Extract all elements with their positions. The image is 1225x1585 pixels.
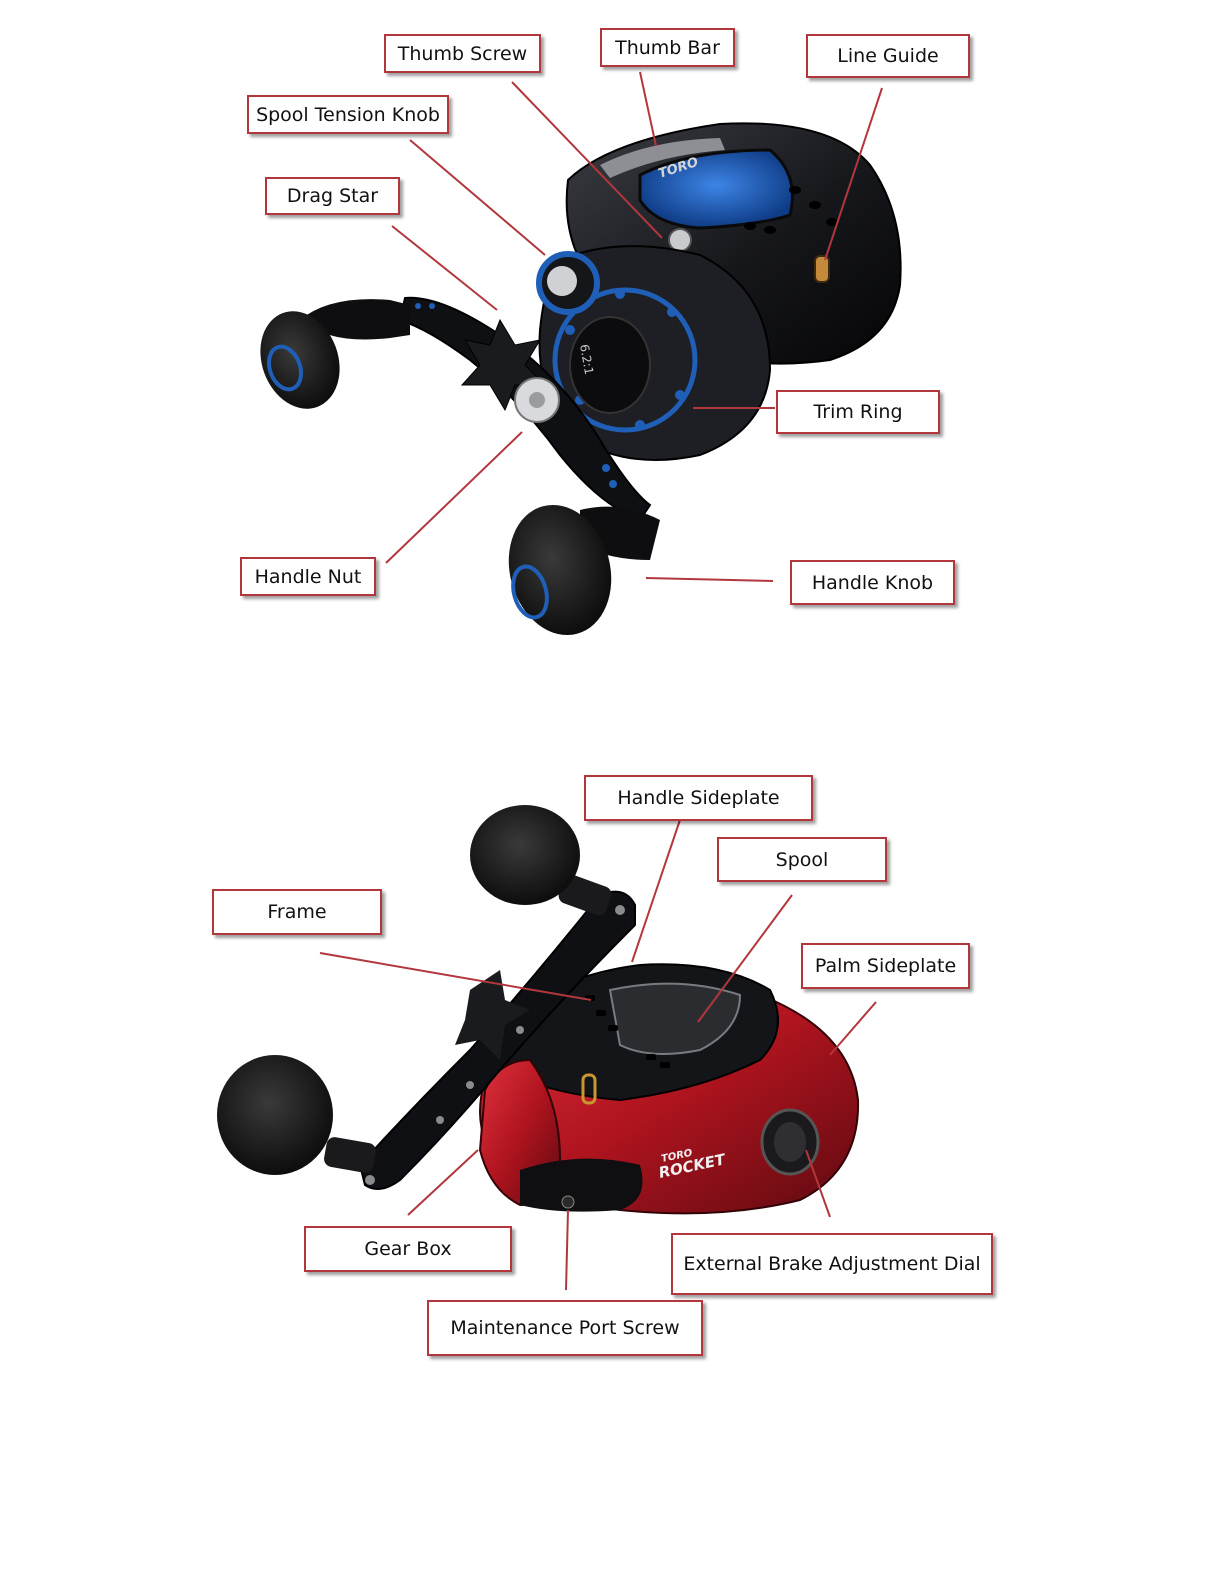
- top-reel-spool-tension-knob: [539, 254, 597, 312]
- bottom-reel-external-brake-dial: [762, 1110, 818, 1174]
- bottom-reel-upper-handle-knob: [470, 805, 614, 918]
- label-drag-star: Drag Star: [265, 177, 400, 215]
- label-handle-knob: Handle Knob: [790, 560, 955, 605]
- top-reel-line-guide: [815, 256, 829, 282]
- label-maintenance-port-screw: Maintenance Port Screw: [427, 1300, 703, 1356]
- label-handle-nut: Handle Nut: [240, 557, 376, 596]
- label-handle-sideplate: Handle Sideplate: [584, 775, 813, 821]
- label-spool: Spool: [717, 837, 887, 882]
- label-spool-tension-knob: Spool Tension Knob: [247, 95, 449, 134]
- top-reel-thumb-screw: [669, 229, 691, 251]
- bottom-reel-maintenance-port-screw: [562, 1196, 574, 1208]
- label-thumb-screw: Thumb Screw: [384, 34, 541, 73]
- bottom-reel-base: [520, 1159, 643, 1212]
- bottom-reel-lower-handle-knob: [217, 1055, 377, 1175]
- label-gear-box: Gear Box: [304, 1226, 512, 1272]
- label-trim-ring: Trim Ring: [776, 390, 940, 434]
- top-reel-upper-handle-knob: [247, 299, 410, 420]
- top-reel-lower-handle-knob: [495, 493, 660, 646]
- label-line-guide: Line Guide: [806, 34, 970, 78]
- label-thumb-bar: Thumb Bar: [600, 28, 735, 67]
- label-frame: Frame: [212, 889, 382, 935]
- label-palm-sideplate: Palm Sideplate: [801, 943, 970, 989]
- top-reel-handle-nut: [515, 378, 559, 422]
- label-external-brake-adjustment-dial: External Brake Adjustment Dial: [671, 1233, 993, 1295]
